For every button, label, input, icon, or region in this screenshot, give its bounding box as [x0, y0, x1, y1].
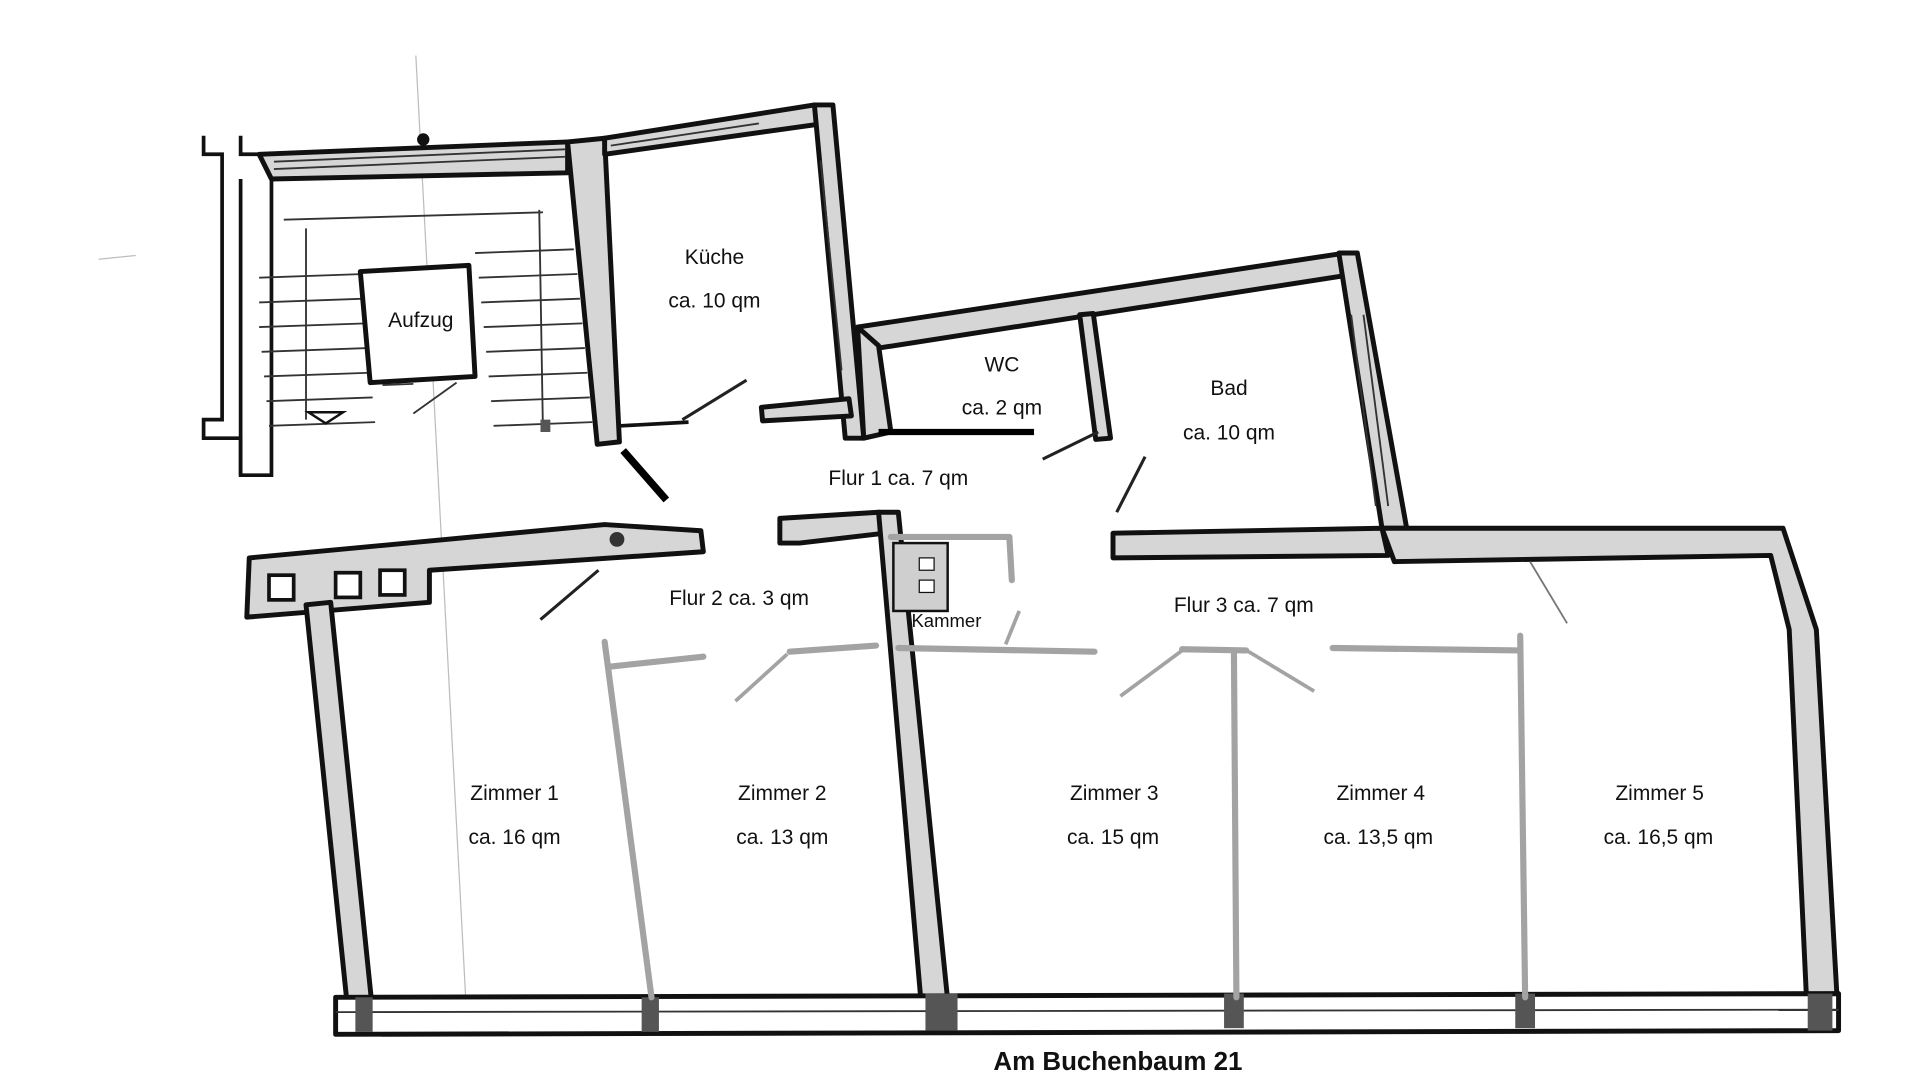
room-label-aufzug: Aufzug [388, 309, 453, 332]
room-area-kueche: ca. 10 qm [668, 289, 760, 312]
room-area-zimmer5: ca. 16,5 qm [1604, 826, 1714, 849]
stair-treads-right [475, 248, 593, 427]
stair-treads-left [259, 273, 376, 427]
room-area-zimmer3: ca. 15 qm [1067, 826, 1159, 849]
corridor-walls [244, 448, 953, 1027]
room-label-zimmer2: Zimmer 2 [738, 782, 827, 805]
room-area-zimmer2: ca. 13 qm [736, 826, 828, 849]
room-area-zimmer1: ca. 16 qm [469, 826, 561, 849]
room-area-zimmer4: ca. 13,5 qm [1324, 826, 1434, 849]
room-labels: Aufzug Küche ca. 10 qm WC ca. 2 qm Bad c… [388, 246, 1713, 1076]
stairwell [201, 133, 593, 478]
room-label-zimmer3: Zimmer 3 [1070, 782, 1159, 805]
outer-walls [303, 525, 1842, 1037]
room-area-bad: ca. 10 qm [1183, 421, 1275, 444]
new-partitions [601, 533, 1529, 1001]
room-label-zimmer5: Zimmer 5 [1615, 782, 1704, 805]
room-label-wc: WC [984, 354, 1019, 377]
room-label-kammer: Kammer [911, 610, 981, 631]
room-label-kueche: Küche [685, 246, 744, 269]
room-label-bad: Bad [1210, 377, 1247, 400]
construction-lines [98, 55, 468, 1013]
room-label-zimmer1: Zimmer 1 [470, 782, 559, 805]
stair-arrow-icon [304, 411, 348, 425]
room-label-flur3: Flur 3 ca. 7 qm [1174, 594, 1314, 617]
room-area-wc: ca. 2 qm [962, 397, 1042, 420]
address-title: Am Buchenbaum 21 [993, 1048, 1242, 1076]
room-label-flur1: Flur 1 ca. 7 qm [828, 467, 968, 490]
elevator-shaft [357, 262, 478, 415]
room-label-zimmer4: Zimmer 4 [1337, 782, 1426, 805]
kitchen-walls [565, 102, 867, 447]
wc-bath-walls [855, 250, 1410, 561]
room-label-flur2: Flur 2 ca. 3 qm [669, 587, 809, 610]
